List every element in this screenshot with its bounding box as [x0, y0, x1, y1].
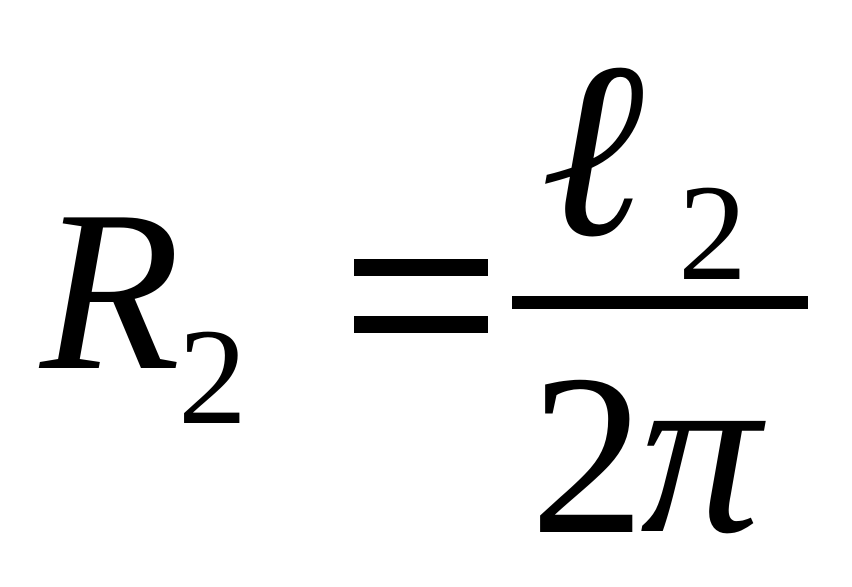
denominator-coefficient: 2 — [530, 327, 645, 582]
numerator-subscript: 2 — [678, 156, 747, 309]
numerator-variable: ℓ — [540, 12, 645, 289]
fraction-bar — [512, 296, 808, 309]
lhs-variable: R — [40, 163, 181, 418]
denominator-variable: π — [640, 317, 761, 583]
equals-top-bar — [354, 259, 488, 276]
lhs-subscript: 2 — [178, 300, 247, 453]
equals-bottom-bar — [354, 316, 488, 333]
